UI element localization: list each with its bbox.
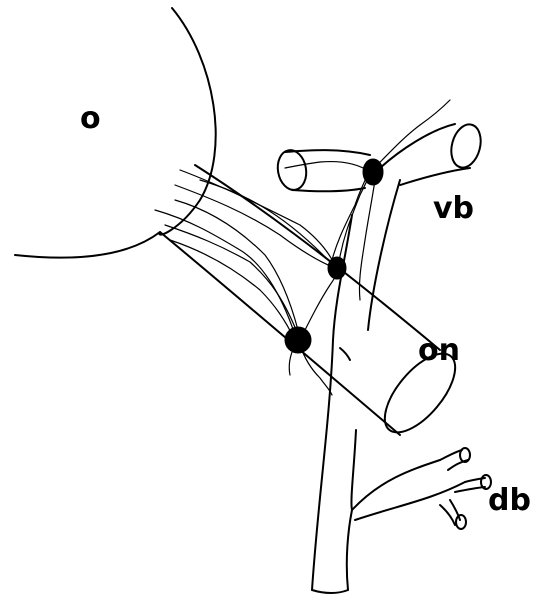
upper-left-branch-end: [275, 148, 310, 192]
db-twig-end-3: [456, 515, 466, 529]
nerve-fiber-9: [330, 170, 370, 268]
nerve-fiber-12: [359, 180, 375, 300]
label-optic-nerve: on: [418, 333, 460, 368]
upper-left-branch: [285, 150, 370, 191]
trunk-right-edge: [368, 180, 400, 330]
db-branch-upper: [352, 460, 440, 510]
label-dorsal-branches: db: [488, 483, 531, 518]
optic-nerve-dash: [340, 348, 350, 360]
nerve-fiber-14: [300, 345, 332, 395]
vb-branch-end: [447, 121, 485, 171]
optic-nerve-bottom-edge: [160, 232, 400, 435]
label-organ: o: [80, 101, 101, 136]
nerve-fiber-3: [175, 200, 298, 330]
nerve-fiber-7: [200, 180, 330, 262]
nerve-fiber-6: [165, 225, 300, 340]
nerve-fiber-1: [180, 170, 335, 265]
db-twig-1: [440, 450, 468, 470]
neuron-cell-body-upper: [363, 159, 383, 185]
label-ventral-branch: vb: [433, 191, 474, 226]
neuron-cell-body-middle: [328, 257, 346, 279]
nerve-fiber-10: [372, 100, 450, 170]
neuron-cell-body-lower: [285, 327, 311, 353]
optic-nerve-top-edge: [195, 165, 440, 350]
nerve-fiber-11: [285, 162, 370, 172]
trunk-bottom-edge: [312, 590, 348, 593]
organ-outline: [15, 8, 216, 258]
nerve-fiber-8: [338, 172, 372, 268]
